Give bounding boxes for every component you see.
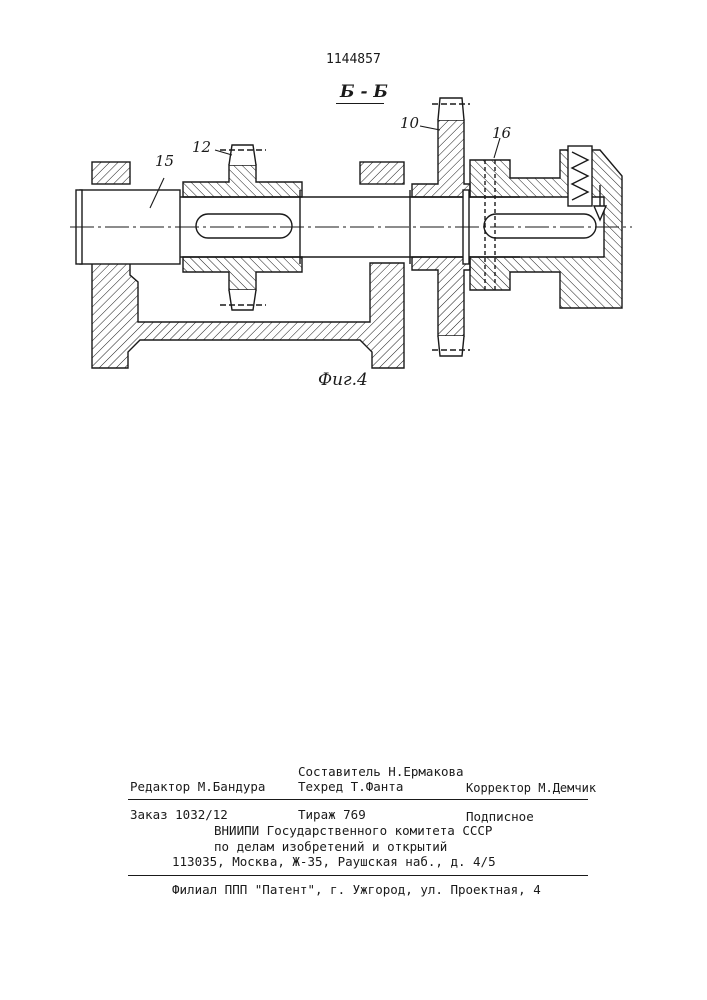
address-line: 113035, Москва, Ж-35, Раушская наб., д. … [172,854,496,869]
editor-line: Редактор М.Бандура [130,779,265,794]
corrector-line: Корректор М.Демчик [466,781,596,795]
order-line: Заказ 1032/12 [130,807,228,822]
part-label-10: 10 [400,114,419,132]
part-label-15: 15 [155,152,174,170]
techred-line: Техред Т.Фанта [298,779,403,794]
imprint-rule-2 [128,875,588,876]
circulation-line: Тираж 769 [298,807,366,822]
leader-12 [215,150,232,155]
part-label-12: 12 [192,138,211,156]
technical-drawing [0,0,707,400]
leader-10 [420,126,440,130]
composer-line: Составитель Н.Ермакова [298,764,464,779]
figure-caption: Фиг.4 [318,370,368,390]
branch-line: Филиал ППП "Патент", г. Ужгород, ул. Про… [172,882,541,897]
org-line-1: ВНИИПИ Государственного комитета СССР [214,823,492,838]
subscription-line: Подписное [466,809,534,824]
imprint-rule-1 [128,799,588,800]
org-line-2: по делам изобретений и открытий [214,839,447,854]
part-label-16: 16 [492,124,511,142]
